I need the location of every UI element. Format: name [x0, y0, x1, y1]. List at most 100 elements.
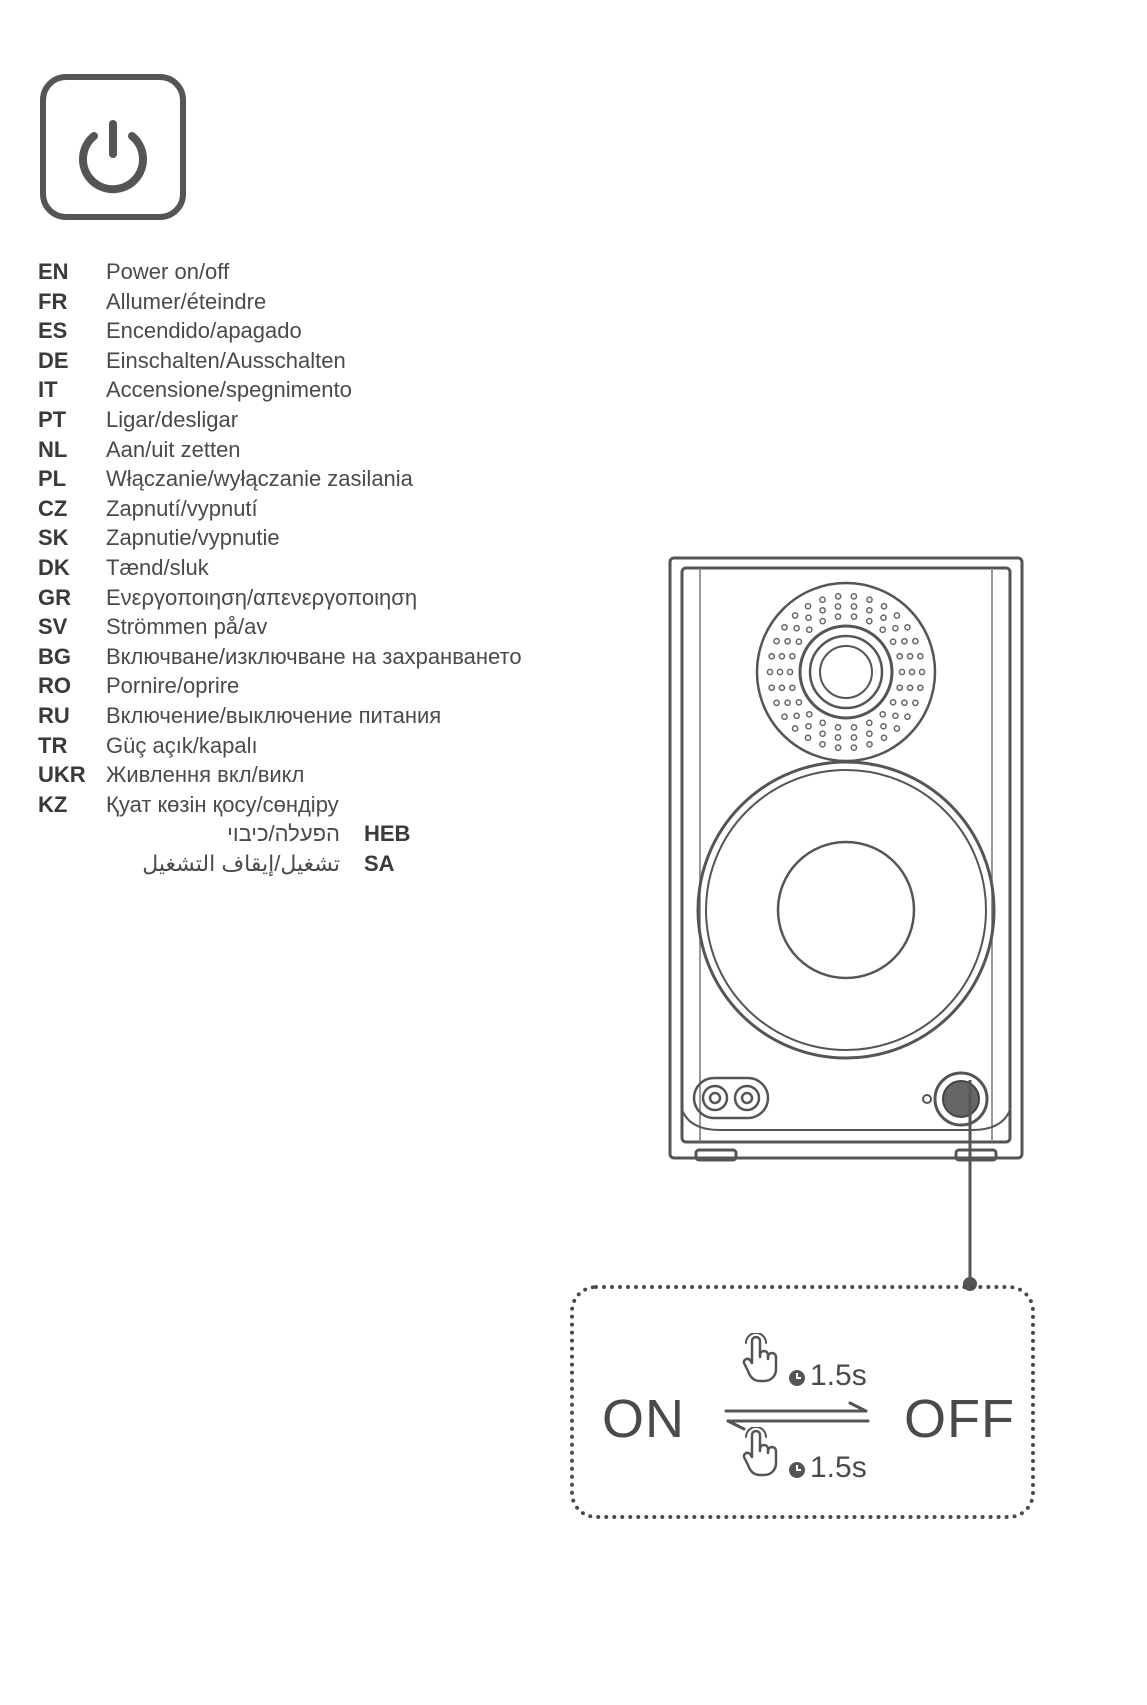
power-icon	[79, 120, 147, 194]
grille-dot	[768, 684, 776, 692]
power-switch-callout: ON OFF 1.5s 1.5s	[570, 1285, 1035, 1519]
grille-dot	[766, 668, 774, 676]
lang-text: Allumer/éteindre	[106, 288, 267, 314]
grille-dot	[896, 684, 904, 692]
lang-code: DE	[38, 347, 69, 373]
lang-text: Включение/выключение питания	[106, 703, 442, 728]
grille-dot	[834, 734, 842, 741]
grille-dot	[795, 698, 803, 706]
grille-dot	[866, 730, 873, 738]
lang-text: Ενεργοποιηση/απενεργοποιηση	[106, 584, 418, 610]
grille-dot	[901, 637, 908, 645]
grille-dot	[916, 652, 924, 660]
tweeter-grille-dots	[766, 593, 926, 751]
grille-dot	[791, 725, 799, 732]
lang-text-rtl: הפעלה/כיבוי	[227, 821, 340, 847]
lang-code: FR	[38, 288, 68, 314]
grille-dot	[892, 624, 899, 632]
lang-text: Ligar/desligar	[106, 407, 239, 432]
grille-dot	[834, 593, 842, 600]
grille-dot	[793, 624, 800, 632]
grille-dot	[912, 699, 919, 707]
grille-dot	[784, 699, 791, 707]
lang-code: KZ	[38, 791, 68, 817]
clock-icon	[789, 1370, 805, 1386]
grille-dot	[866, 606, 873, 614]
grille-dot	[791, 612, 799, 619]
grille-dot	[786, 668, 794, 676]
lang-text: Zapnutí/vypnutí	[106, 495, 258, 521]
woofer	[696, 760, 996, 1060]
grille-dot	[784, 637, 791, 645]
lang-text: Einschalten/Ausschalten	[106, 347, 346, 373]
lang-text: Accensione/spegnimento	[106, 377, 352, 403]
grille-dot	[889, 638, 897, 646]
grille-dot	[880, 602, 888, 610]
grille-dot	[834, 603, 842, 610]
grille-dot	[880, 614, 887, 622]
lang-text: Power on/off	[106, 259, 230, 284]
lang-code: RU	[38, 703, 70, 728]
grille-dot	[865, 617, 873, 625]
finger-press-icon	[742, 1333, 778, 1383]
grille-dot	[896, 652, 904, 660]
grille-dot	[850, 734, 858, 741]
lang-code: PT	[38, 407, 67, 432]
lang-code: HEB	[364, 821, 411, 847]
grille-dot	[916, 684, 924, 692]
grille-dot	[781, 713, 788, 721]
lang-row-sa: تشغيل/إيقاف التشغيل SA	[98, 850, 418, 878]
grille-dot	[768, 652, 776, 660]
grille-dot	[889, 698, 897, 706]
lang-code: IT	[38, 377, 58, 403]
grille-dot	[880, 734, 888, 742]
grille-dot	[819, 719, 827, 727]
lang-text: Қуат көзін қосу/сөндіру	[106, 791, 339, 817]
hold-duration-top: 1.5s	[810, 1359, 867, 1392]
lang-code: SV	[38, 614, 68, 640]
clock-icon	[789, 1462, 805, 1478]
finger-press-icon	[742, 1427, 778, 1477]
grille-dot	[788, 684, 796, 692]
grille-dot	[819, 740, 826, 748]
speaker-illustration	[668, 556, 1024, 1162]
switch-arrows-icon	[724, 1401, 870, 1431]
grille-dot	[906, 652, 914, 660]
lang-text: Włączanie/wyłączanie zasilania	[106, 466, 413, 492]
grille-dot	[804, 734, 812, 742]
grille-dot	[904, 623, 911, 631]
grille-dot	[805, 722, 812, 730]
grille-dot	[912, 637, 919, 645]
lang-code: ES	[38, 318, 68, 344]
grille-dot	[795, 638, 803, 646]
lang-code: UKR	[38, 762, 86, 788]
grille-dot	[879, 626, 887, 634]
grille-dot	[778, 684, 786, 692]
grille-dot	[865, 719, 873, 727]
grille-dot	[819, 606, 826, 614]
hold-duration-bottom: 1.5s	[810, 1451, 867, 1484]
grille-dot	[898, 668, 906, 676]
grille-dot	[893, 725, 901, 732]
grille-dot	[850, 613, 858, 620]
lang-code: GR	[38, 584, 71, 610]
lang-text: Tænd/sluk	[106, 555, 209, 580]
status-led	[922, 1094, 932, 1104]
input-jacks	[692, 1076, 770, 1120]
lang-code: SA	[364, 851, 395, 876]
grille-dot	[908, 668, 916, 676]
power-key-icon	[40, 74, 186, 220]
grille-dot	[880, 722, 887, 730]
lang-code: RO	[38, 673, 71, 699]
lang-text: Güç açık/kapalı	[106, 732, 258, 758]
lang-text-rtl: تشغيل/إيقاف التشغيل	[142, 851, 340, 876]
grille-dot	[819, 596, 826, 604]
grille-dot	[893, 612, 901, 619]
grille-dot	[850, 603, 858, 610]
callout-leader-line	[963, 1080, 977, 1291]
state-off-label: OFF	[904, 1389, 1015, 1449]
grille-dot	[773, 637, 780, 645]
lang-code: CZ	[38, 495, 68, 521]
grille-dot	[850, 724, 858, 731]
lang-code: BG	[38, 643, 71, 669]
